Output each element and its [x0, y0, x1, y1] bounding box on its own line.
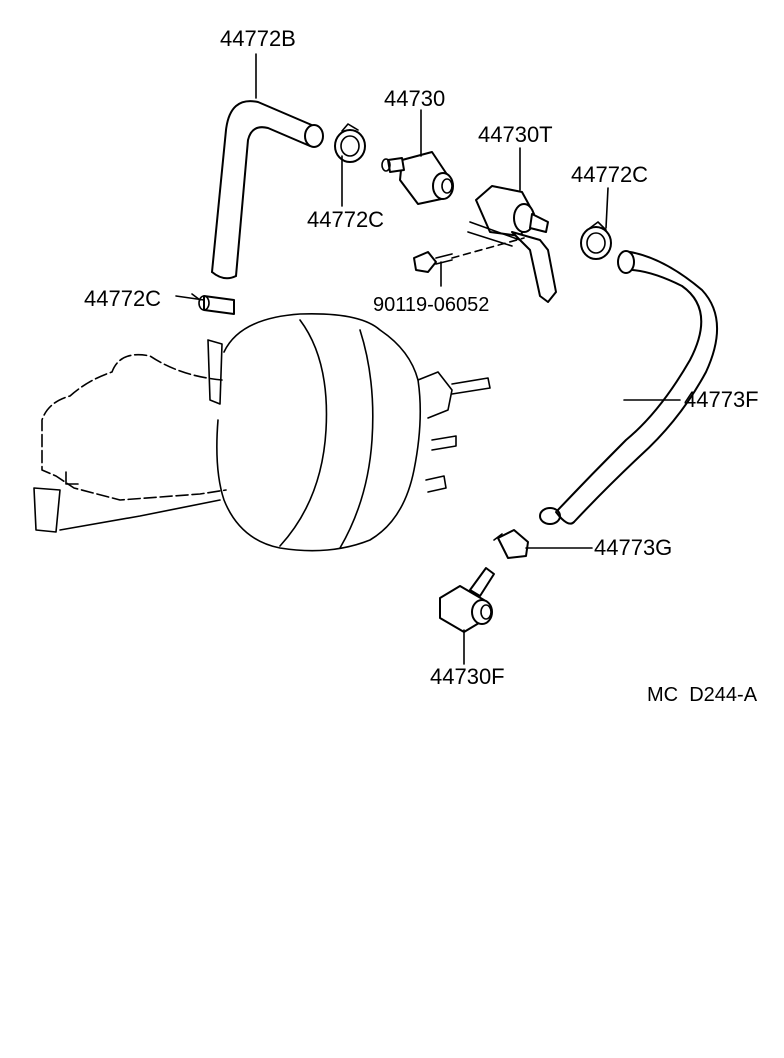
clip-44772c-mid	[334, 123, 366, 163]
label-44773g: 44773G	[594, 535, 672, 560]
label-44730f: 44730F	[430, 664, 505, 689]
clip-44772c-right	[580, 221, 612, 260]
leader-lines	[175, 53, 681, 665]
label-90119-06052: 90119-06052	[373, 294, 489, 316]
label-44773f: 44773F	[684, 387, 759, 412]
hose-44773f	[539, 250, 718, 525]
label-44772c-right: 44772C	[571, 162, 648, 187]
vsv-44730	[381, 151, 454, 205]
label-44730: 44730	[384, 86, 445, 111]
label-44730t: 44730T	[478, 122, 553, 147]
brake-booster-assembly	[33, 313, 491, 552]
drawing-code: MC D244-A	[647, 684, 758, 706]
vsv-44730t	[467, 185, 557, 303]
clamp-44773g	[493, 529, 529, 559]
label-44772c-left: 44772C	[84, 286, 161, 311]
label-44772b: 44772B	[220, 26, 296, 51]
hose-44772b	[211, 100, 324, 280]
check-valve-44730f	[439, 567, 495, 633]
clip-44772c-left	[191, 293, 235, 315]
label-44772c-mid: 44772C	[307, 207, 384, 232]
bolt-90119-06052	[413, 237, 525, 273]
